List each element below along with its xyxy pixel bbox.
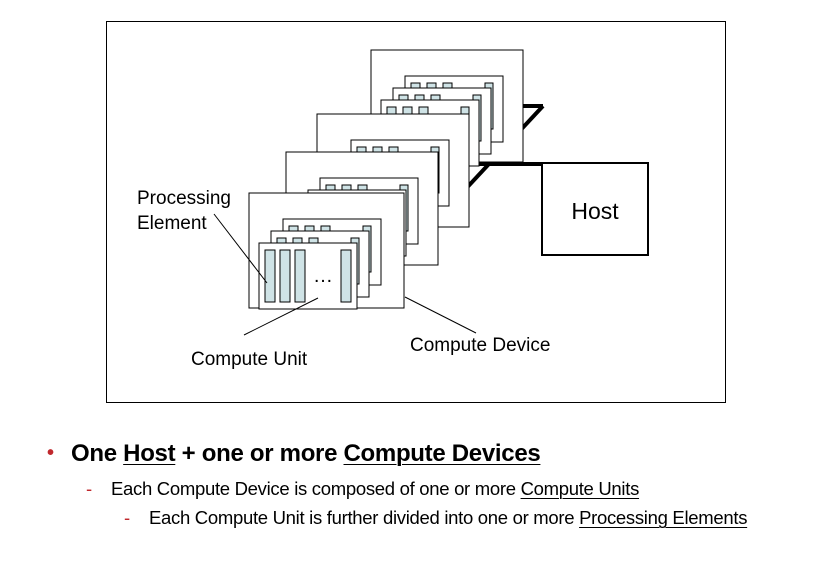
- bullet-dot-icon: •: [47, 442, 54, 464]
- compute-device-label: Compute Device: [410, 335, 550, 356]
- processing-element: [294, 249, 306, 303]
- processing-element: [279, 249, 291, 303]
- bullet-text-pre: Each Compute Device is composed of one o…: [111, 478, 521, 499]
- dash-icon: -: [124, 507, 130, 528]
- compute-device: …: [248, 192, 405, 310]
- host-box: Host: [541, 162, 649, 256]
- host-label: Host: [571, 198, 619, 224]
- compute-devices-term: Compute Devices: [343, 440, 541, 467]
- compute-unit: …: [258, 242, 358, 310]
- bullet-text-pre: Each Compute Unit is further divided int…: [149, 507, 580, 528]
- host-term: Host: [123, 440, 176, 467]
- bullet-compute-unit: -Each Compute Unit is further divided in…: [124, 507, 747, 529]
- leader-lines: [213, 213, 477, 336]
- bullet-host-devices: • One Host + one or more Compute Devices: [47, 440, 541, 468]
- bullet-text-pre: One: [71, 440, 124, 467]
- bullet-text-mid: + one or more: [175, 440, 344, 467]
- processing-element: [264, 249, 276, 303]
- dash-icon: -: [86, 478, 92, 499]
- compute-devices: …: [248, 49, 524, 310]
- processing-element-label-line1: Processing: [137, 188, 231, 209]
- bullet-compute-device: -Each Compute Device is composed of one …: [86, 478, 639, 500]
- compute-units-term: Compute Units: [520, 478, 640, 499]
- processing-element: [340, 249, 352, 303]
- processing-elements-term: Processing Elements: [579, 507, 748, 528]
- compute-unit-label: Compute Unit: [191, 349, 308, 370]
- ellipsis-label: …: [313, 265, 333, 287]
- platform-model-diagram: … Host Processing Element Compute Unit C…: [106, 21, 726, 403]
- processing-element-label-line2: Element: [137, 213, 207, 234]
